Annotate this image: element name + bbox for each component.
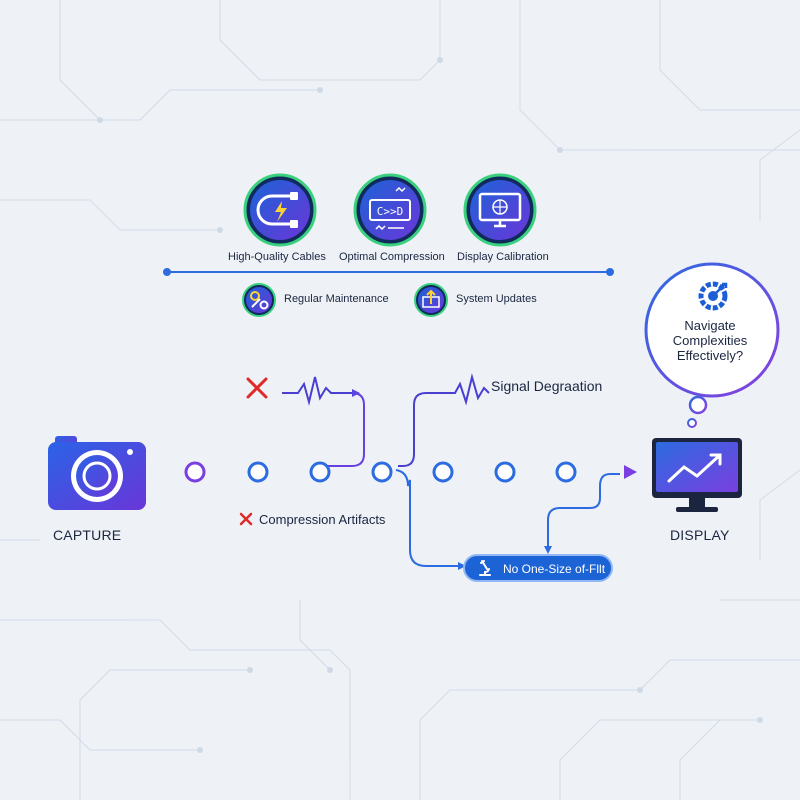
pill-label: No One-Size of-Fllt [503, 562, 606, 576]
signal-arrow-left [352, 389, 360, 397]
target-gear-icon [698, 281, 728, 311]
label-display-calibration: Display Calibration [457, 251, 549, 263]
icon-system-updates [414, 283, 448, 317]
background-circuit-nodes [97, 57, 763, 753]
label-optimal-compression: Optimal Compression [339, 251, 445, 263]
flow-node [247, 461, 269, 483]
main-flow-arrow [624, 465, 637, 479]
no-one-size-pill: No One-Size of-Fllt [463, 554, 613, 582]
icon-regular-maintenance [242, 283, 276, 317]
label-display: DISPLAY [670, 527, 730, 543]
flow-node [555, 461, 577, 483]
flow-node [494, 461, 516, 483]
microscope-icon [479, 560, 491, 576]
svg-text:C>>D: C>>D [377, 205, 404, 218]
label-compression-artifacts: Compression Artifacts [259, 512, 386, 527]
pill-arrow-left [458, 562, 466, 570]
branch-to-pill [395, 469, 458, 567]
icon-high-quality-cables [243, 173, 317, 247]
signal-degradation-branch-right [398, 373, 490, 467]
flow-node [371, 461, 393, 483]
label-capture: CAPTURE [53, 527, 122, 543]
label-regular-maintenance: Regular Maintenance [284, 293, 389, 305]
label-signal-degradation: Signal Degraation [491, 378, 603, 394]
branch-display-to-pill [547, 473, 620, 548]
camera-icon [48, 436, 146, 510]
bubble-question: Navigate Complexities Effectively? [672, 318, 748, 363]
pill-arrow-top [544, 546, 552, 554]
flow-node [184, 461, 206, 483]
icon-optimal-compression: C>>D [353, 173, 427, 247]
label-high-quality-cables: High-Quality Cables [228, 251, 326, 263]
label-system-updates: System Updates [456, 293, 537, 305]
display-monitor-icon [652, 438, 742, 512]
error-x-bottom-icon [239, 512, 253, 526]
icon-display-calibration [463, 173, 537, 247]
signal-degradation-branch-left [282, 376, 365, 467]
flow-nodes [184, 461, 577, 483]
tools-divider-line [163, 268, 614, 276]
flow-node [432, 461, 454, 483]
flow-node [309, 461, 331, 483]
error-x-top-icon [246, 377, 268, 399]
thought-bubble [644, 262, 780, 428]
